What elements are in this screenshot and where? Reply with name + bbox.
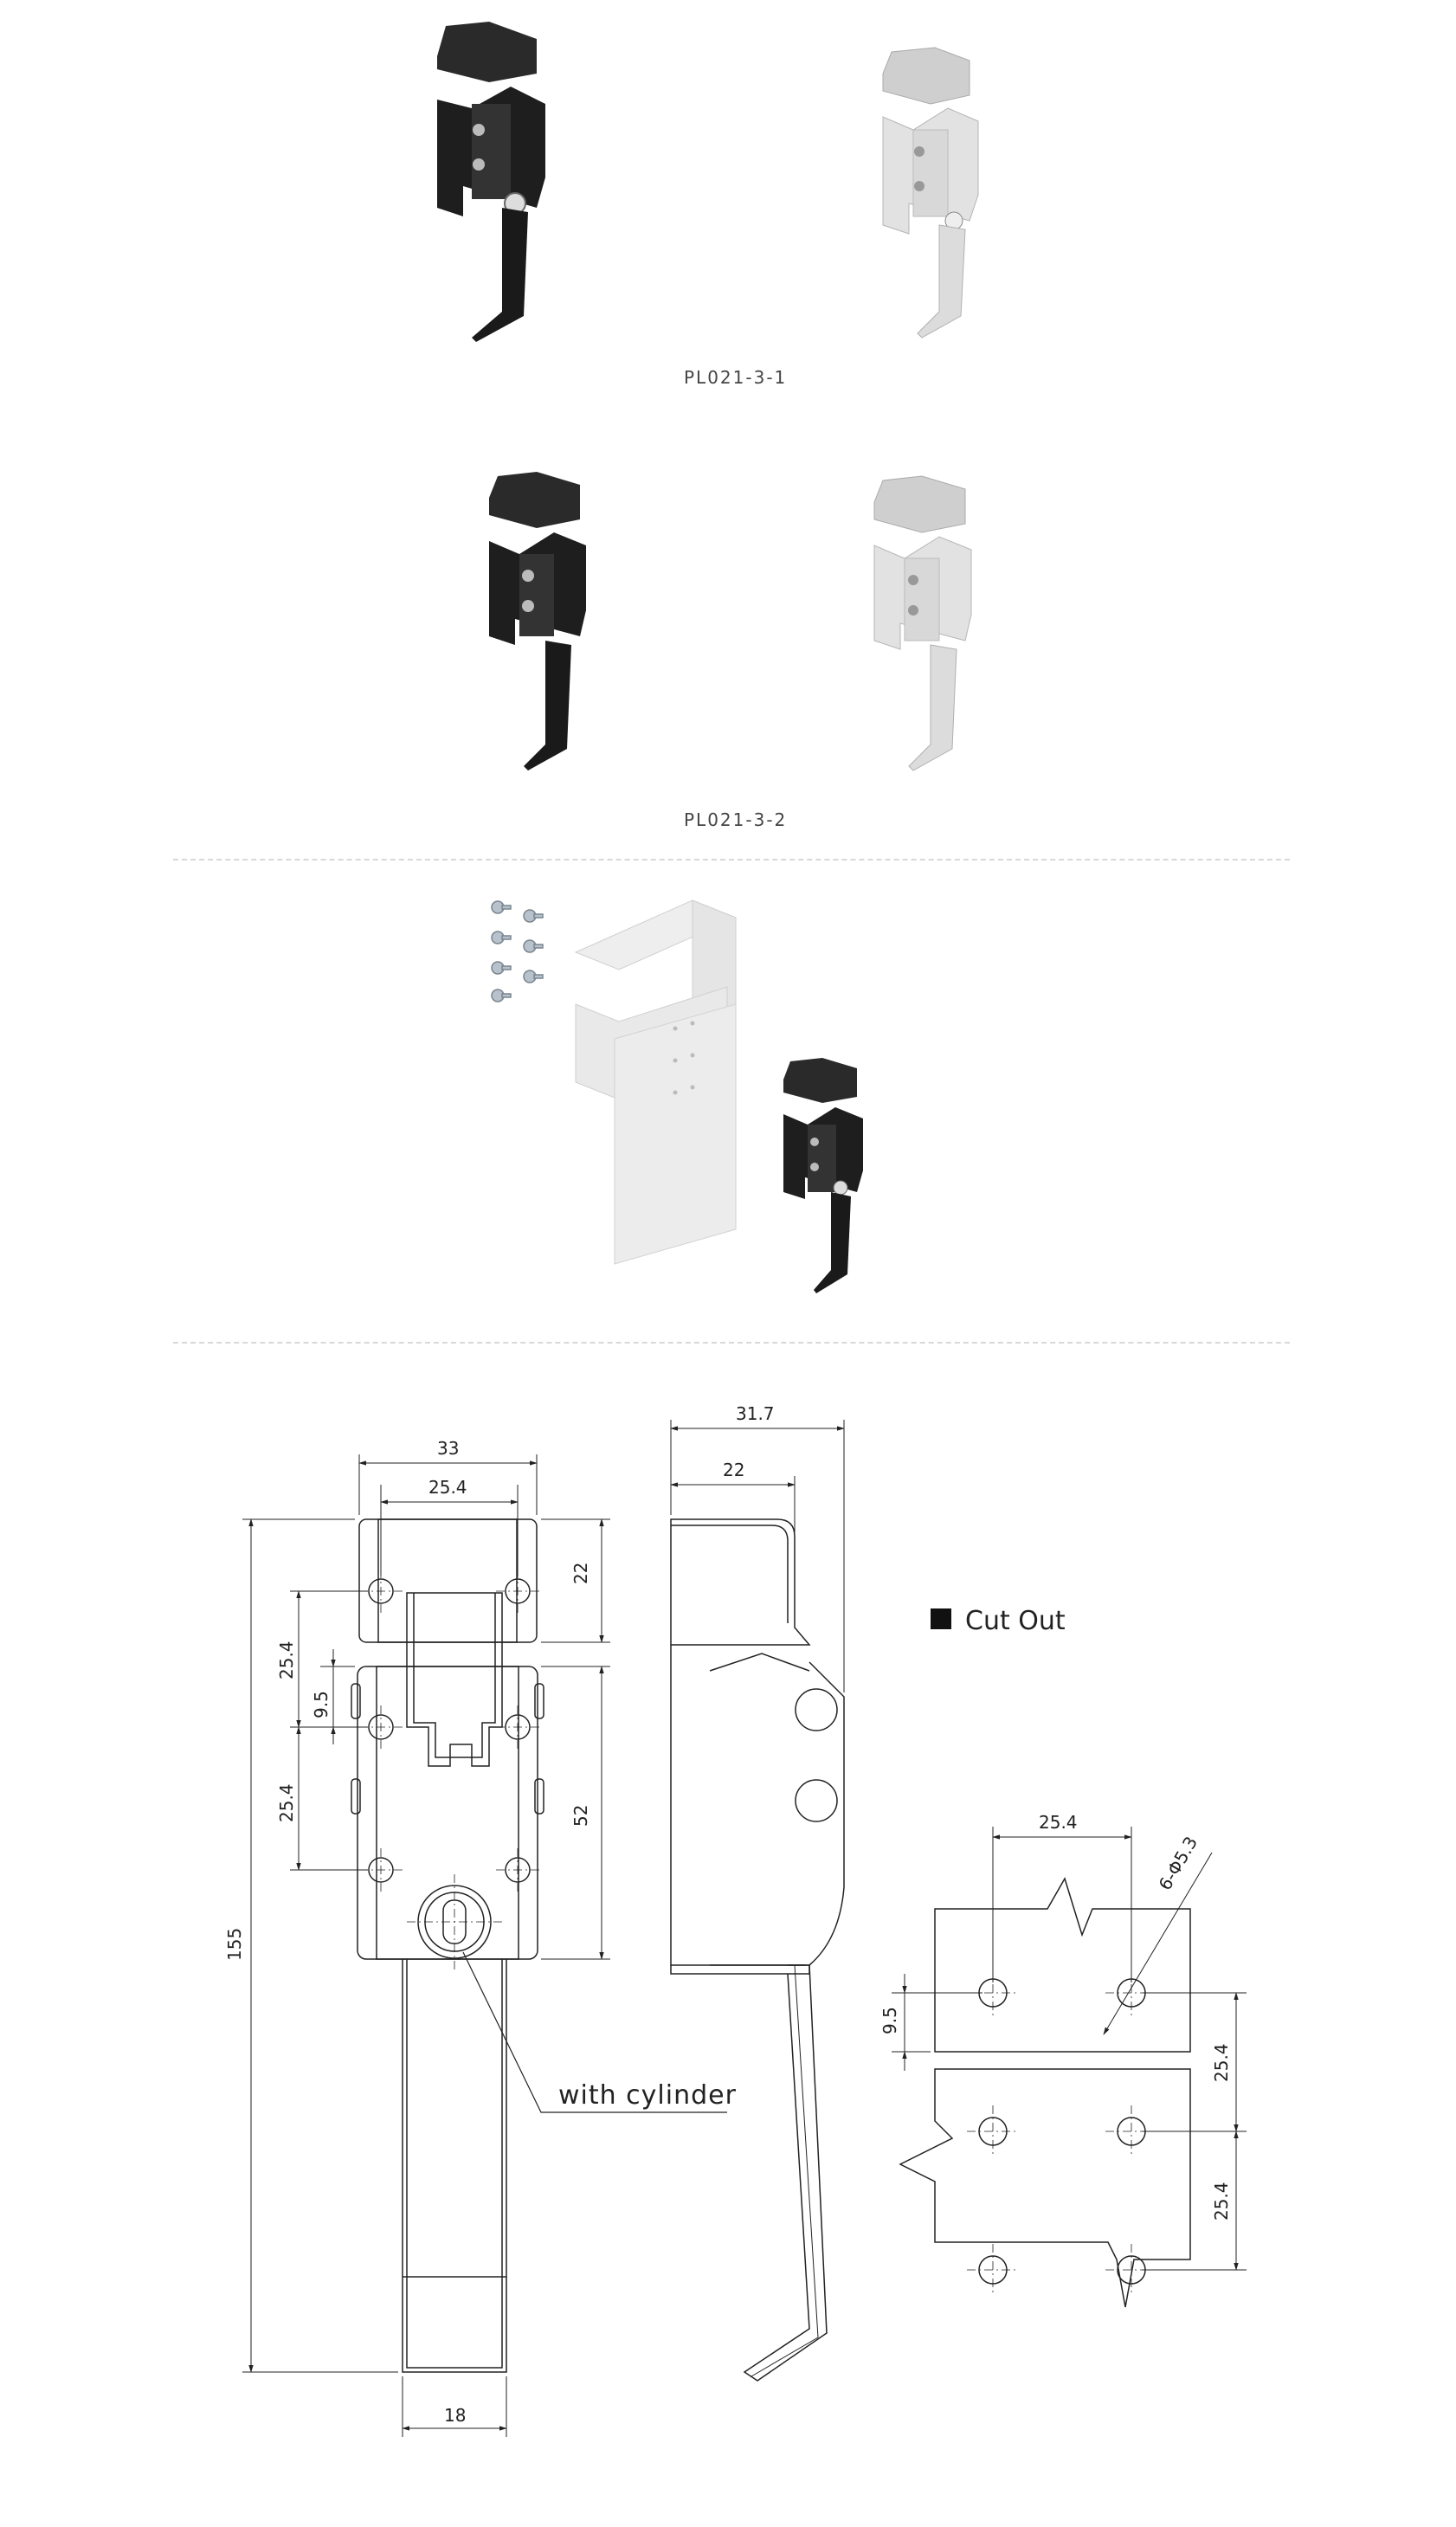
dim-25-4-lower-left: 25.4 [276, 1783, 297, 1822]
dim-hole-spec: 6-Φ5.3 [1155, 1833, 1202, 1893]
dim-cutout-9-5: 9.5 [879, 2007, 900, 2034]
callout-with-cylinder: with cylinder [558, 2080, 737, 2111]
dim-25-4-upper-left: 25.4 [276, 1641, 297, 1679]
dim-22-front: 22 [570, 1563, 591, 1584]
dim-cutout-25-4-upper: 25.4 [1211, 2043, 1232, 2082]
dim-9-5-left: 9.5 [311, 1691, 332, 1718]
section-divider-2 [173, 1342, 1290, 1344]
dim-52: 52 [570, 1805, 591, 1827]
dim-155: 155 [224, 1928, 245, 1961]
dim-22-side: 22 [723, 1460, 744, 1480]
product-caption-row2: PL021-3-2 [684, 809, 788, 830]
dim-18: 18 [444, 2405, 466, 2426]
dim-31-7: 31.7 [736, 1403, 775, 1424]
section-divider-1 [173, 859, 1290, 861]
dim-33: 33 [437, 1438, 459, 1459]
dim-cutout-25-4-lower: 25.4 [1211, 2182, 1232, 2221]
legend-square-icon [931, 1608, 951, 1629]
dim-25-4-top: 25.4 [428, 1477, 467, 1498]
legend-cut-out: Cut Out [965, 1606, 1066, 1636]
product-caption-row1: PL021-3-1 [684, 367, 788, 388]
dim-cutout-25-4-top: 25.4 [1039, 1812, 1078, 1833]
